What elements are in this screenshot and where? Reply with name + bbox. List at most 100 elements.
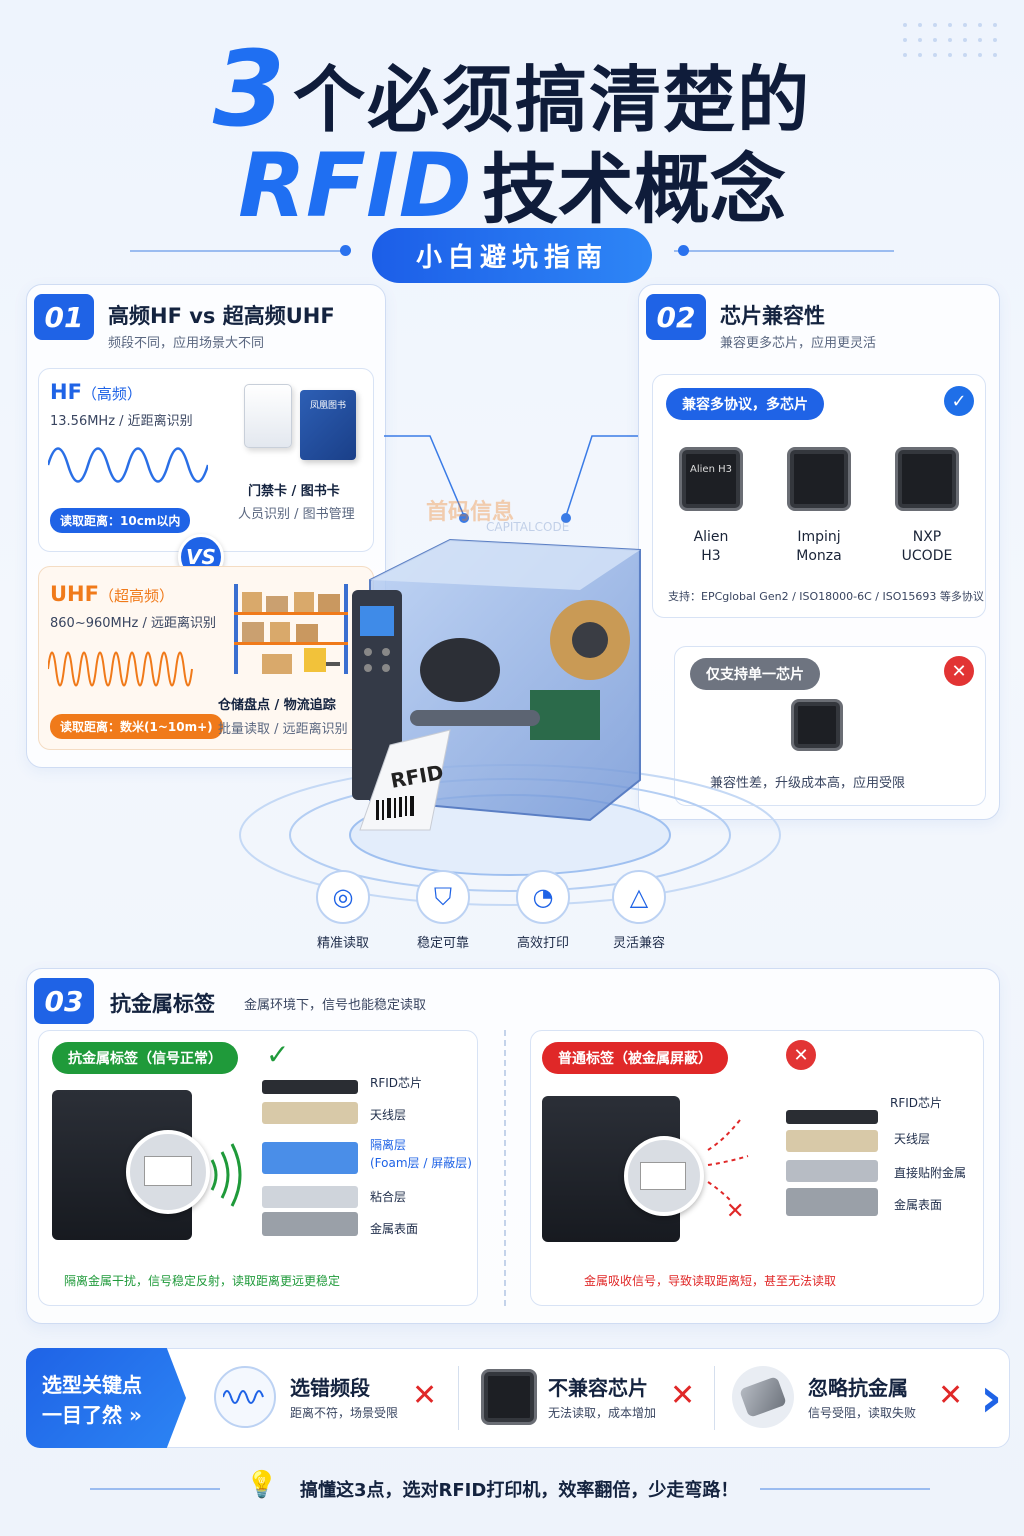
subtitle-pill: 小白避坑指南 [371,228,652,283]
cross-icon: ✕ [670,1378,696,1413]
lightbulb-icon: 💡 [245,1470,279,1500]
warehouse-icon [234,584,348,674]
divider [504,1030,506,1306]
wave-icon [214,1366,276,1428]
layer-label: 金属表面 [370,1222,419,1236]
divider [458,1366,459,1430]
metal-layer [786,1188,878,1216]
multi-chip-label: 兼容多协议，多芯片 [666,388,824,420]
adhesive-layer [262,1186,358,1208]
layer-label: 直接贴附金属 [894,1166,967,1180]
key-point-title: 忽略抗金属 [808,1376,908,1400]
feature-label: 精准读取 [316,936,369,951]
feature-label: 高效打印 [516,936,569,951]
chip-icon [790,450,848,508]
cross-icon: ✕ [412,1378,438,1413]
hf-wave-icon [48,447,208,483]
shield-icon: ⛉ [416,870,470,924]
section-title: 抗金属标签 [110,992,215,1016]
library-card-icon: 凤凰图书 [300,390,356,460]
antenna-layer [262,1102,358,1124]
divider [130,250,350,252]
cross-icon: ✕ [938,1378,964,1413]
layer-label: RFID芯片 [890,1096,943,1110]
subtitle-pill-wrap: 小白避坑指南 [0,228,1024,283]
divider [90,1488,220,1490]
layer-label: 隔离层 [370,1138,407,1152]
key-point-desc: 信号受阻，读取失败 [808,1406,917,1420]
feature-label: 稳定可靠 [416,936,469,951]
divider [760,1488,930,1490]
bottom-tip: 搞懂这3点，选对RFID打印机，效率翻倍，少走弯路！ [300,1480,739,1501]
gauge-icon: ◔ [516,870,570,924]
section-number: 02 [646,294,706,340]
chip-icon [484,1372,534,1422]
anti-metal-note: 隔离金属干扰，信号稳定反射，读取距离更远更稳定 [64,1274,341,1288]
uhf-use: 批量读取 / 远距离识别 [218,722,348,737]
uhf-app: 仓储盘点 / 物流追踪 [218,698,336,713]
cross-icon: ✕ [786,1040,816,1070]
hf-title: HF（高频） [50,380,142,404]
uhf-wave-icon [48,651,193,687]
chip-layer [786,1110,878,1124]
divider [714,1366,715,1430]
foam-layer [262,1142,358,1174]
protocol-support: 支持：EPCglobal Gen2 / ISO18000-6C / ISO156… [668,590,984,603]
network-icon: △ [612,870,666,924]
watermark-cn: 首码信息 [426,500,515,525]
metal-tag-icon [732,1366,794,1428]
key-point-desc: 无法读取，成本增加 [548,1406,657,1420]
layer-label: 粘合层 [370,1190,407,1204]
single-chip-label: 仅支持单一芯片 [690,658,820,690]
divider [674,250,894,252]
watermark-en: CAPITALCODE [486,520,570,534]
normal-tag-note: 金属吸收信号，导致读取距离短，甚至无法读取 [584,1274,837,1288]
target-icon: ◎ [316,870,370,924]
single-chip-note: 兼容性差，升级成本高，应用受限 [710,776,906,791]
blocked-signal-icon: ✕ [707,1119,749,1220]
hf-app: 门禁卡 / 图书卡 [248,484,340,499]
barcode-tag-icon [640,1162,686,1190]
chip-icon [898,450,956,508]
layer-label: 天线层 [370,1108,407,1122]
decorative-dots [903,23,997,57]
normal-tag-label: 普通标签（被金属屏蔽） [542,1042,728,1074]
connector-lines [384,435,638,523]
anti-metal-label: 抗金属标签（信号正常） [52,1042,238,1074]
layer-label: 天线层 [894,1132,931,1146]
rfid-printer-image: RFID [352,538,641,831]
layer-label: 金属表面 [894,1198,943,1212]
svg-text:✕: ✕ [726,1199,744,1220]
barcode-tag-icon [144,1156,192,1186]
key-points-label: 选型关键点一目了然 » [26,1348,186,1448]
section-title: 芯片兼容性 [720,304,825,328]
uhf-title: UHF（超高频） [50,582,174,606]
check-icon: ✓ [266,1038,290,1071]
feature-label: 灵活兼容 [612,936,665,951]
antenna-layer [786,1130,878,1152]
section-number: 01 [34,294,94,340]
section-title: 高频HF vs 超高频UHF [108,304,335,328]
metal-layer [262,1212,358,1236]
signal-waves-icon [210,1143,242,1207]
divider-dot [340,245,351,256]
chip-layer [262,1080,358,1094]
divider-dot [678,245,689,256]
section-desc: 金属环境下，信号也能稳定读取 [244,998,427,1013]
access-card-icon [244,384,292,448]
uhf-freq: 860~960MHz / 远距离识别 [50,616,216,631]
check-icon: ✓ [944,386,974,416]
layer-label: RFID芯片 [370,1076,423,1090]
hf-freq: 13.56MHz / 近距离识别 [50,414,193,429]
chip-icon: Alien H3 [682,450,740,508]
section-desc: 频段不同，应用场景大不同 [108,336,265,351]
hf-range-badge: 读取距离：10cm以内 [50,508,191,533]
key-point-title: 不兼容芯片 [548,1376,648,1400]
chevron-right-icon: › [980,1366,1003,1429]
layer-label: (Foam层 / 屏蔽层) [370,1156,472,1170]
hf-use: 人员识别 / 图书管理 [238,507,355,522]
